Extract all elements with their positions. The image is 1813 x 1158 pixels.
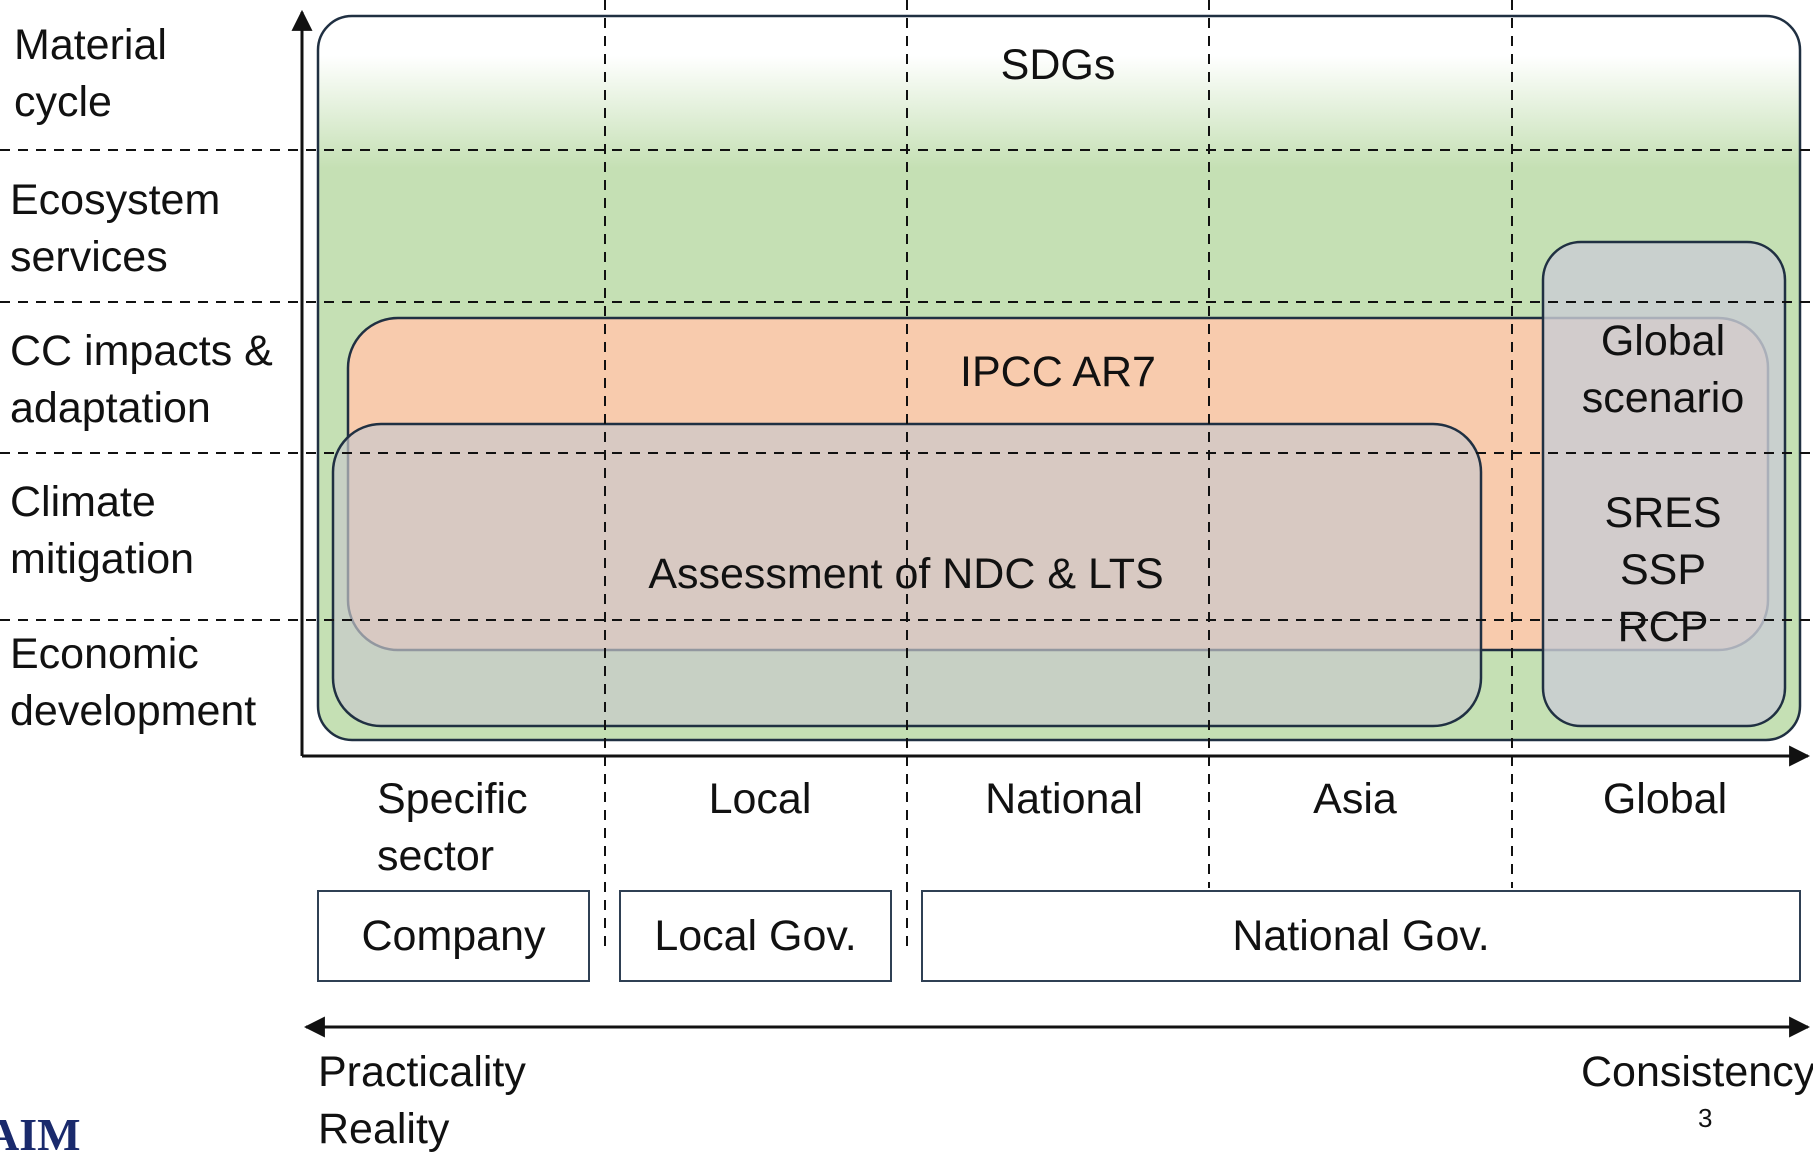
column-label-national: National (985, 775, 1143, 823)
row-label-line: development (10, 687, 257, 735)
column-label-asia: Asia (1313, 775, 1397, 823)
column-separators (604, 0, 1513, 952)
row-label-line: services (10, 233, 168, 281)
row-label-cc-impacts: CC impacts & adaptation (10, 323, 273, 437)
column-label-specific-sector: Specific sector (377, 771, 528, 885)
row-label-material-cycle: Material cycle (14, 17, 167, 131)
row-label-line: Material (14, 21, 167, 69)
row-label-climate-mitigation: Climate mitigation (10, 474, 194, 588)
column-label-local: Local (708, 775, 812, 823)
global-scenario-line: scenario (1581, 374, 1745, 422)
row-label-line: adaptation (10, 384, 211, 432)
row-label-line: Economic (10, 630, 199, 678)
axis-right-label: Consistency (1581, 1048, 1813, 1096)
scenario-list: SRES SSP RCP (1553, 485, 1773, 656)
actor-local-gov: Local Gov. (619, 890, 892, 982)
global-scenario-box (1541, 240, 1787, 728)
column-label-line: Specific (377, 775, 528, 823)
column-label-line: sector (377, 832, 495, 880)
row-label-line: mitigation (10, 535, 195, 583)
row-label-line: Ecosystem (10, 176, 221, 224)
page-number: 3 (1698, 1103, 1713, 1133)
actor-national-gov: National Gov. (921, 890, 1801, 982)
row-label-ecosystem-services: Ecosystem services (10, 172, 220, 286)
scenario-item: SSP (1619, 546, 1707, 594)
axis-left-line: Reality (318, 1105, 450, 1153)
global-scenario-label: Global scenario (1553, 313, 1773, 427)
scenario-item: RCP (1617, 603, 1709, 651)
column-label-global: Global (1602, 775, 1728, 823)
actor-company: Company (317, 890, 590, 982)
axis-left-label: Practicality Reality (318, 1044, 526, 1158)
global-scenario-line: Global (1600, 317, 1726, 365)
aim-logo: AIM (0, 1108, 92, 1152)
row-label-economic-development: Economic development (10, 626, 256, 740)
axis-left-line: Practicality (318, 1048, 526, 1096)
sdgs-label: SDGs (1000, 41, 1116, 89)
ndc-label: Assessment of NDC & LTS (648, 550, 1164, 598)
scenario-item: SRES (1604, 489, 1722, 537)
row-label-line: cycle (14, 78, 112, 126)
aim-logo-text: AIM (0, 1109, 81, 1152)
row-label-line: CC impacts & (10, 327, 273, 375)
row-label-line: Climate (10, 478, 156, 526)
ipcc-label: IPCC AR7 (960, 348, 1156, 396)
